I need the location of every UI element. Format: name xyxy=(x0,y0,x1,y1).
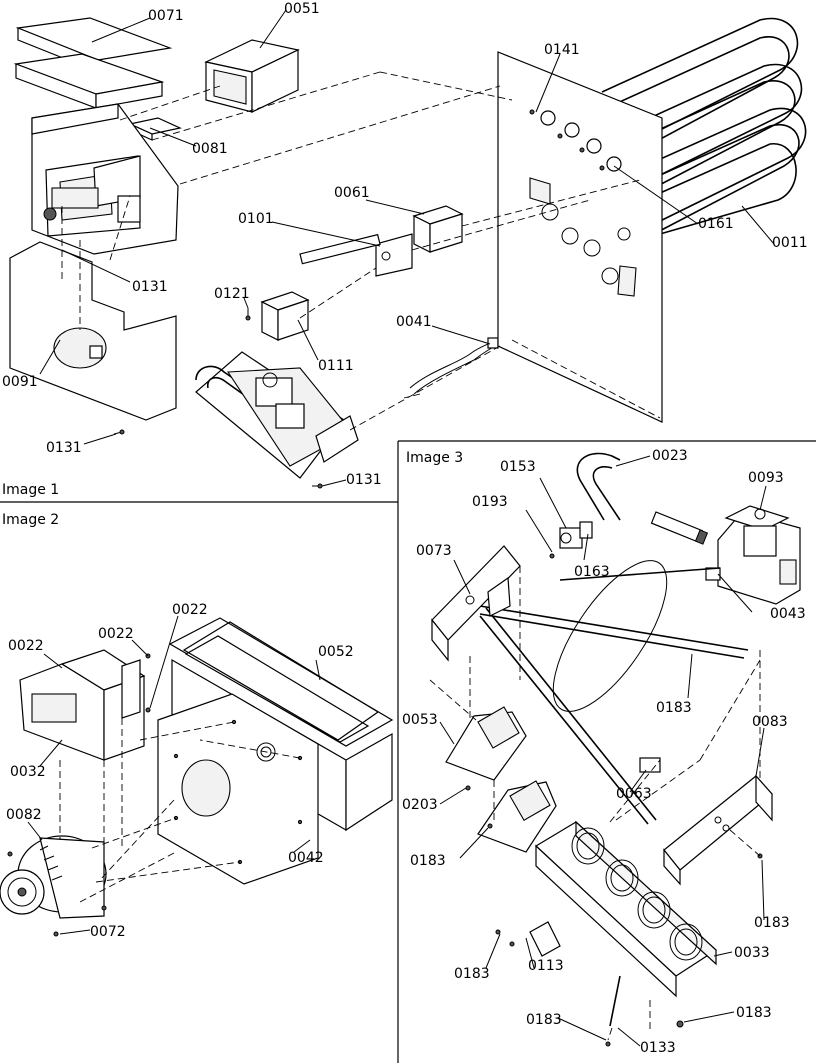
image-3-callouts: 0153 0023 0193 0093 0073 0163 0043 0183 … xyxy=(402,448,806,1056)
part-filter-slabs xyxy=(13,17,173,109)
callout-0023: 0023 xyxy=(652,448,688,464)
callout-0011: 0011 xyxy=(772,235,808,251)
callout-0063: 0063 xyxy=(616,786,652,802)
callout-0071: 0071 xyxy=(148,8,184,24)
part-gasket-plate xyxy=(157,693,319,885)
callout-0033: 0033 xyxy=(734,945,770,961)
image-1-leader-lines xyxy=(39,9,775,487)
callout-0051: 0051 xyxy=(284,1,320,17)
callout-0163: 0163 xyxy=(574,564,610,580)
callout-0193: 0193 xyxy=(472,494,508,510)
callout-0113: 0113 xyxy=(528,958,564,974)
callout-0093: 0093 xyxy=(748,470,784,486)
image-2-leader-lines xyxy=(27,615,321,935)
callout-0183-plate: 0183 xyxy=(454,966,490,982)
part-access-panel xyxy=(9,241,177,421)
callout-0022-left: 0022 xyxy=(8,638,44,654)
callout-0183-valve: 0183 xyxy=(656,700,692,716)
part-sight-plate xyxy=(529,921,561,957)
part-heat-exchanger xyxy=(601,17,807,237)
callout-0041: 0041 xyxy=(396,314,432,330)
callout-0083: 0083 xyxy=(752,714,788,730)
callout-0131-middle: 0131 xyxy=(46,440,82,456)
part-burner-tray-assembly xyxy=(195,351,359,479)
image-3-drawing xyxy=(429,452,801,1047)
callout-0153: 0153 xyxy=(500,459,536,475)
part-gas-valve xyxy=(717,505,801,605)
panel-title-image-1: Image 1 xyxy=(2,482,59,498)
part-junction-box xyxy=(260,291,310,341)
callout-0183-bracket: 0183 xyxy=(754,915,790,931)
callout-0203: 0203 xyxy=(402,797,438,813)
image-2-callouts: 0022 0022 0022 0052 0032 0082 0042 0072 xyxy=(6,602,354,940)
image-1-guide-lines xyxy=(61,71,661,431)
callout-0111: 0111 xyxy=(318,358,354,374)
callout-0161: 0161 xyxy=(698,216,734,232)
image-1-drawing xyxy=(9,9,807,489)
part-wire-harness xyxy=(409,337,499,395)
part-manifold-tube xyxy=(576,452,709,545)
callout-0022-right: 0022 xyxy=(172,602,208,618)
callout-0022-middle: 0022 xyxy=(98,626,134,642)
part-inducer-housing xyxy=(31,103,179,255)
image-2-guide-lines xyxy=(59,718,301,903)
part-vestibule-panel xyxy=(497,51,663,423)
callout-0082: 0082 xyxy=(6,807,42,823)
callout-0043: 0043 xyxy=(770,606,806,622)
image-3-guide-lines xyxy=(429,566,761,1041)
callout-0061: 0061 xyxy=(334,185,370,201)
callout-0131-upper: 0131 xyxy=(132,279,168,295)
callout-0091: 0091 xyxy=(2,374,38,390)
image-1-callouts: 0071 0051 0081 0141 0061 0101 0131 0161 … xyxy=(2,1,808,488)
part-transition xyxy=(19,649,146,761)
panel-title-image-2: Image 2 xyxy=(2,512,59,528)
part-manifold-pipe xyxy=(479,560,749,825)
callout-0183-rod: 0183 xyxy=(526,1012,562,1028)
panel-title-image-3: Image 3 xyxy=(406,450,463,466)
part-inducer-blower xyxy=(0,835,107,919)
callout-0032: 0032 xyxy=(10,764,46,780)
part-burner-box xyxy=(535,820,717,998)
callout-0121: 0121 xyxy=(214,286,250,302)
part-limit-switches xyxy=(529,109,622,172)
part-right-bracket xyxy=(663,774,773,886)
callout-0081: 0081 xyxy=(192,141,228,157)
callout-0072: 0072 xyxy=(90,924,126,940)
callout-0141: 0141 xyxy=(544,42,580,58)
callout-0101: 0101 xyxy=(238,211,274,227)
callout-0042: 0042 xyxy=(288,850,324,866)
image-3-leader-lines xyxy=(439,455,767,1047)
callout-0053: 0053 xyxy=(402,712,438,728)
image-2-drawing xyxy=(0,615,394,937)
part-manifold-bracket xyxy=(639,757,661,773)
part-burners xyxy=(445,706,557,853)
panel-dividers xyxy=(0,440,816,1063)
callout-0183-box: 0183 xyxy=(736,1005,772,1021)
callout-0133: 0133 xyxy=(640,1040,676,1056)
part-left-bracket xyxy=(431,545,521,662)
callout-0183-burner: 0183 xyxy=(410,853,446,869)
callout-0131-lower: 0131 xyxy=(346,472,382,488)
part-flame-sensor-rod xyxy=(609,975,621,1027)
callout-0073: 0073 xyxy=(416,543,452,559)
part-igniter xyxy=(559,521,593,549)
callout-0052: 0052 xyxy=(318,644,354,660)
part-duct-box xyxy=(204,39,300,113)
part-orifice-fitting xyxy=(705,567,721,581)
